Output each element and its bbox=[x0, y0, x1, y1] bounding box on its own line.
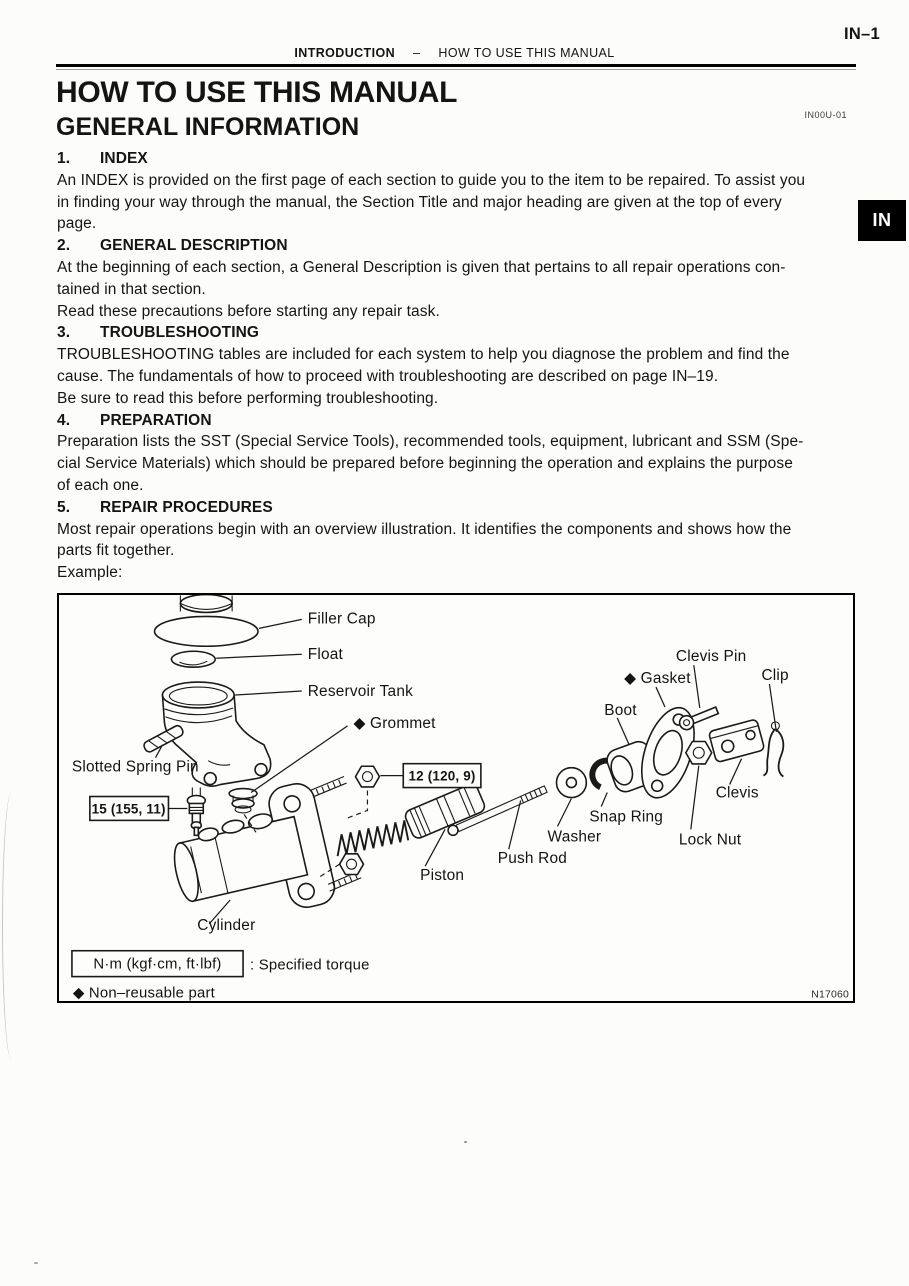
leader-clevis bbox=[729, 758, 743, 785]
section-body-repair-procedures: Most repair operations begin with an ove… bbox=[57, 520, 792, 560]
figure-code: N17060 bbox=[811, 989, 849, 1000]
legend-torque-units: N·m (kgf·cm, ft·lbf) bbox=[93, 956, 221, 973]
flange-nut-lower-drawing bbox=[338, 853, 365, 876]
running-head-separator: – bbox=[413, 46, 421, 60]
section-heading-label: REPAIR PROCEDURES bbox=[100, 498, 273, 516]
exploded-view-figure: 15 (155, 11) 12 (120, 9) Filler Cap Floa… bbox=[57, 593, 855, 1003]
cylinder-drawing bbox=[173, 775, 362, 908]
label-slotted-spring-pin: Slotted Spring Pin bbox=[72, 759, 199, 776]
label-clip: Clip bbox=[761, 667, 788, 684]
label-gasket: ◆ Gasket bbox=[624, 670, 691, 687]
section-number: 5. bbox=[57, 498, 71, 516]
section-heading-label: GENERAL DESCRIPTION bbox=[100, 237, 288, 255]
slotted-spring-pin-drawing bbox=[143, 724, 184, 753]
leader-reservoir-tank bbox=[235, 690, 302, 696]
section-number: 1. bbox=[57, 150, 71, 167]
label-clevis: Clevis bbox=[716, 785, 759, 802]
section-heading-repair-procedures: 5. REPAIR PROCEDURES bbox=[57, 497, 859, 519]
torque-box-12 bbox=[402, 762, 482, 789]
legend-torque-desc: : Specified torque bbox=[250, 957, 370, 974]
grommet-drawing bbox=[228, 787, 258, 814]
scan-artifact-arc bbox=[2, 792, 21, 1060]
leader-lock-nut bbox=[690, 765, 700, 830]
clevis-pin-drawing bbox=[678, 706, 720, 731]
label-filler-cap: Filler Cap bbox=[308, 610, 376, 627]
lock-nut-drawing bbox=[684, 740, 713, 765]
leader-float bbox=[216, 653, 302, 659]
leader-clevis-pin bbox=[693, 665, 701, 709]
body-content: 1. INDEX An INDEX is provided on the firs… bbox=[57, 148, 859, 584]
section-body-preparation: Preparation lists the SST (Special Servi… bbox=[57, 433, 804, 494]
piston-spring-drawing bbox=[336, 820, 410, 857]
bleeder-plug-drawing bbox=[186, 787, 207, 837]
leader-boot bbox=[616, 717, 630, 746]
header-rule-echo bbox=[56, 69, 856, 70]
leader-piston bbox=[424, 829, 446, 867]
section-heading-label: INDEX bbox=[100, 150, 148, 167]
legend-torque-box bbox=[71, 949, 244, 978]
legend-non-reusable: ◆ Non–reusable part bbox=[73, 984, 216, 1001]
label-grommet: ◆ Grommet bbox=[354, 715, 437, 732]
leader-washer bbox=[556, 798, 572, 827]
torque-box-15-value: 15 (155, 11) bbox=[92, 801, 166, 816]
leader-grommet bbox=[250, 725, 348, 794]
section-heading-label: PREPARATION bbox=[100, 411, 212, 429]
page-title: HOW TO USE THIS MANUAL bbox=[56, 76, 458, 109]
section-thumb-tab: IN bbox=[858, 200, 906, 241]
leader-push-rod bbox=[508, 800, 522, 850]
leader-cylinder bbox=[208, 899, 231, 925]
running-head: INTRODUCTION – HOW TO USE THIS MANUAL bbox=[0, 46, 909, 60]
label-lock-nut: Lock Nut bbox=[679, 831, 742, 848]
running-head-chapter: HOW TO USE THIS MANUAL bbox=[438, 46, 615, 60]
label-push-rod: Push Rod bbox=[498, 850, 567, 867]
label-float: Float bbox=[308, 646, 344, 663]
torque-box-12-value: 12 (120, 9) bbox=[409, 769, 476, 784]
label-snap-ring: Snap Ring bbox=[589, 808, 663, 825]
piston-drawing bbox=[404, 783, 486, 839]
label-boot: Boot bbox=[604, 702, 637, 719]
section-body-general-description: At the beginning of each section, a Gene… bbox=[57, 258, 786, 320]
clevis-drawing bbox=[708, 719, 765, 763]
assembly-dash-grommet bbox=[243, 814, 257, 833]
section-heading-label: TROUBLESHOOTING bbox=[100, 324, 260, 342]
exploded-view-svg: 15 (155, 11) 12 (120, 9) Filler Cap Floa… bbox=[71, 595, 849, 1001]
section-heading-general-description: 2. GENERAL DESCRIPTION bbox=[57, 235, 859, 257]
label-washer: Washer bbox=[548, 828, 602, 845]
header-rule bbox=[56, 64, 856, 67]
section-heading-index: 1. INDEX bbox=[57, 148, 859, 170]
section-number: 2. bbox=[57, 237, 71, 255]
label-reservoir-tank: Reservoir Tank bbox=[308, 683, 413, 700]
leader-clip bbox=[768, 683, 778, 732]
flange-nut-upper-drawing bbox=[354, 765, 381, 788]
label-clevis-pin: Clevis Pin bbox=[676, 648, 746, 665]
leader-snap-ring bbox=[600, 792, 608, 807]
running-head-section: INTRODUCTION bbox=[294, 46, 396, 60]
page-number: IN–1 bbox=[843, 25, 880, 43]
section-number: 4. bbox=[57, 411, 71, 429]
section-heading-preparation: 4. PREPARATION bbox=[57, 410, 859, 432]
section-heading-troubleshooting: 3. TROUBLESHOOTING bbox=[57, 322, 859, 344]
page-subtitle: GENERAL INFORMATION bbox=[56, 113, 360, 141]
float-drawing bbox=[170, 650, 217, 668]
section-body-troubleshooting: TROUBLESHOOTING tables are included for … bbox=[57, 346, 790, 407]
label-cylinder: Cylinder bbox=[197, 917, 255, 934]
section-number: 3. bbox=[57, 324, 71, 342]
scan-artifact-speck bbox=[34, 1262, 38, 1264]
assembly-dash-upper bbox=[346, 790, 369, 819]
leader-slotted-spring-pin bbox=[154, 744, 164, 758]
push-rod-drawing bbox=[447, 785, 548, 837]
washer-drawing bbox=[555, 766, 588, 799]
label-piston: Piston bbox=[420, 867, 464, 884]
leader-filler-cap bbox=[258, 618, 302, 629]
example-label: Example: bbox=[57, 564, 123, 582]
assembly-dash-lower bbox=[317, 863, 340, 879]
doc-code: IN00U-01 bbox=[804, 110, 847, 120]
section-body-index: An INDEX is provided on the first page o… bbox=[57, 171, 806, 233]
clip-drawing bbox=[762, 721, 785, 778]
reservoir-tank-drawing bbox=[161, 681, 272, 787]
scan-artifact-speck bbox=[464, 1141, 467, 1143]
torque-box-15 bbox=[89, 795, 170, 822]
filler-cap-drawing bbox=[153, 595, 259, 648]
leader-gasket bbox=[655, 686, 666, 708]
